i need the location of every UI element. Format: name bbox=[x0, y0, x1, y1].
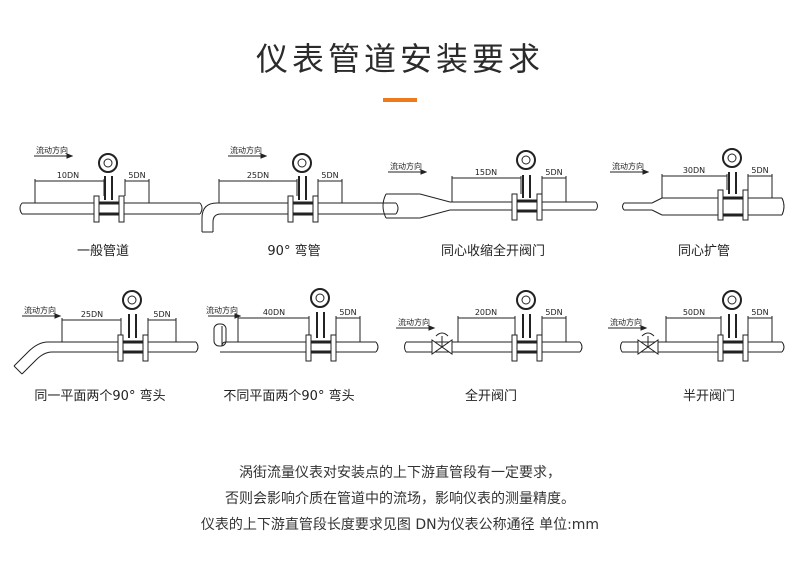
upstream-length-label: 15DN bbox=[475, 168, 497, 177]
upstream-length-label: 20DN bbox=[475, 308, 497, 317]
diagram-caption: 全开阀门 bbox=[464, 389, 517, 404]
upstream-length-label: 25DN bbox=[81, 310, 103, 319]
flow-direction-label: 流动方向 bbox=[612, 161, 644, 171]
diagram-concentric-reducer-valve bbox=[382, 150, 598, 221]
flow-direction-label: 流动方向 bbox=[390, 161, 422, 171]
downstream-length-label: 5DN bbox=[339, 308, 356, 317]
downstream-length-label: 5DN bbox=[153, 310, 170, 319]
downstream-length-label: 5DN bbox=[545, 168, 562, 177]
downstream-length-label: 5DN bbox=[751, 308, 768, 317]
diagram-half-open-valve bbox=[608, 290, 785, 362]
footer-text-line-2: 否则会影响介质在管道中的流场，影响仪表的测量精度。 bbox=[225, 491, 575, 507]
diagram-caption: 90° 弯管 bbox=[267, 244, 321, 259]
downstream-length-label: 5DN bbox=[545, 308, 562, 317]
upstream-length-label: 30DN bbox=[683, 166, 705, 175]
downstream-length-label: 5DN bbox=[321, 171, 338, 180]
diagram-caption: 一般管道 bbox=[76, 244, 129, 259]
installation-diagrams: 流动方向 10DN 5DN 流动方向 25DN 5DN 流动方向 15DN 5 bbox=[13, 145, 785, 375]
page-title: 仪表管道安装要求 bbox=[255, 40, 544, 78]
title-accent-bar bbox=[383, 98, 417, 102]
upstream-length-label: 10DN bbox=[57, 171, 79, 180]
flow-direction-label: 流动方向 bbox=[610, 317, 642, 327]
diagram-straight-pipe bbox=[19, 153, 203, 223]
footer-text-line-3: 仪表的上下游直管段长度要求见图 DN为仪表公称通径 单位:mm bbox=[200, 517, 600, 533]
downstream-length-label: 5DN bbox=[128, 171, 145, 180]
diagram-caption: 同一平面两个90° 弯头 bbox=[34, 389, 166, 404]
diagram-two-elbows-different-planes bbox=[208, 288, 379, 362]
diagram-caption: 半开阀门 bbox=[682, 389, 735, 404]
footer-text-line-1: 涡街流量仪表对安装点的上下游直管段有一定要求， bbox=[239, 465, 561, 481]
flow-direction-label: 流动方向 bbox=[398, 317, 430, 327]
diagram-fully-open-valve bbox=[396, 290, 583, 362]
diagram-caption: 同心扩管 bbox=[677, 244, 730, 259]
upstream-length-label: 25DN bbox=[247, 171, 269, 180]
upstream-length-label: 40DN bbox=[263, 308, 285, 317]
diagram-concentric-expander bbox=[610, 148, 785, 221]
diagram-caption: 同心收缩全开阀门 bbox=[440, 244, 545, 259]
downstream-length-label: 5DN bbox=[751, 166, 768, 175]
diagram-elbow-pipe bbox=[201, 153, 399, 233]
diagram-caption: 不同平面两个90° 弯头 bbox=[223, 389, 355, 404]
diagram-two-elbows-same-plane bbox=[13, 290, 199, 375]
flow-direction-label: 流动方向 bbox=[230, 145, 262, 155]
flow-direction-label: 流动方向 bbox=[36, 145, 68, 155]
flow-direction-label: 流动方向 bbox=[206, 305, 238, 315]
upstream-length-label: 50DN bbox=[683, 308, 705, 317]
flow-direction-label: 流动方向 bbox=[24, 305, 56, 315]
